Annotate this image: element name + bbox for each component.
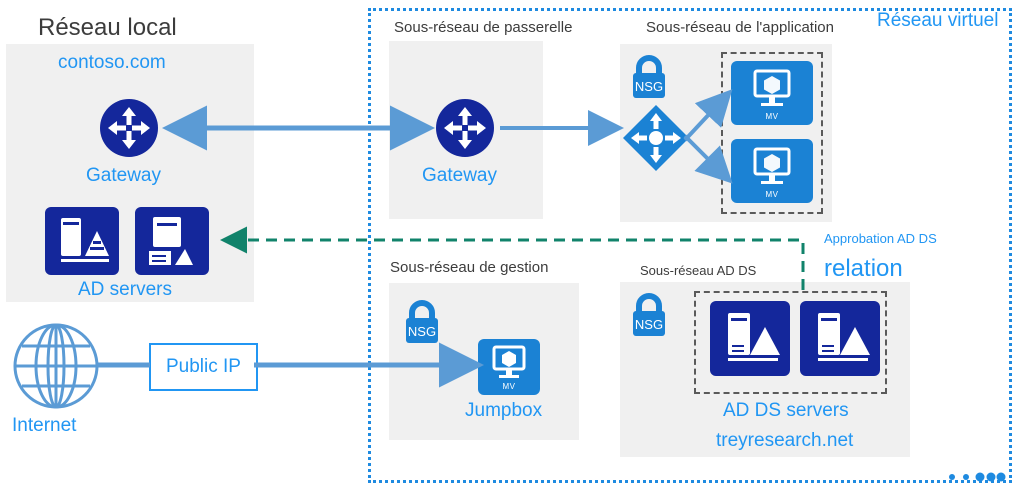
internet-label: Internet: [12, 415, 77, 436]
vnet-gateway-icon: [435, 98, 495, 158]
onprem-ad-server-tile-2: [135, 207, 209, 275]
application-vm-caption-2: MV: [765, 190, 779, 199]
adds-nsg-icon: NSG: [627, 290, 671, 338]
adds-servers-domain: treyresearch.net: [716, 430, 854, 451]
application-vm-tile-2: MV: [731, 139, 813, 203]
onprem-title: Réseau local: [38, 14, 177, 41]
adds-servers-label: AD DS servers: [723, 400, 849, 421]
trust-label-line2: relation: [824, 255, 903, 282]
virtual-network-label: Réseau virtuel: [877, 10, 999, 31]
adds-subnet-label: Sous-réseau AD DS: [640, 263, 757, 278]
internet-globe-icon: [12, 322, 100, 410]
onprem-domain-label: contoso.com: [58, 52, 166, 73]
jumpbox-vm-caption: MV: [502, 382, 516, 391]
application-load-balancer-icon: [621, 103, 691, 173]
onprem-ad-servers-label: AD servers: [78, 279, 172, 300]
management-subnet-label: Sous-réseau de gestion: [390, 259, 549, 276]
application-nsg-text: NSG: [635, 79, 663, 94]
application-subnet-label: Sous-réseau de l'application: [646, 19, 834, 36]
onprem-gateway-label: Gateway: [86, 165, 161, 186]
management-nsg-text: NSG: [408, 324, 436, 339]
application-nsg-icon: NSG: [627, 52, 671, 100]
onprem-ad-server-tile-1: [45, 207, 119, 275]
public-ip-label: Public IP: [166, 356, 241, 377]
management-nsg-icon: NSG: [400, 297, 444, 345]
gateway-subnet-label: Sous-réseau de passerelle: [394, 19, 573, 36]
adds-server-tile-1: [710, 301, 790, 376]
trust-label-line1: Approbation AD DS: [824, 231, 937, 246]
vnet-gateway-label: Gateway: [422, 165, 497, 186]
adds-server-tile-2: [800, 301, 880, 376]
adds-server-group: [694, 291, 887, 394]
public-ip-box: Public IP: [149, 343, 258, 391]
jumpbox-label: Jumpbox: [465, 400, 543, 421]
application-vm-caption-1: MV: [765, 112, 779, 121]
application-vm-tile-1: MV: [731, 61, 813, 125]
onprem-gateway-icon: [99, 98, 159, 158]
jumpbox-vm-tile: MV: [478, 339, 540, 395]
adds-nsg-text: NSG: [635, 317, 663, 332]
